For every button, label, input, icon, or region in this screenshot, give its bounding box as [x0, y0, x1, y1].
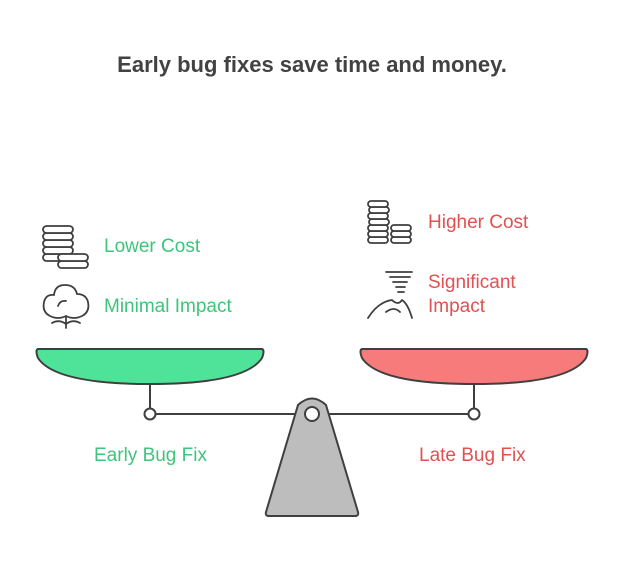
- early-bug-fix-label: Early Bug Fix: [94, 445, 207, 466]
- diagram-title: Early bug fixes save time and money.: [117, 52, 507, 77]
- right-pan: [359, 348, 589, 385]
- late-bug-fix-label: Late Bug Fix: [419, 445, 526, 466]
- tornado-icon: [367, 271, 413, 319]
- right-item-higher-cost: Higher Cost: [428, 212, 529, 233]
- left-pivot: [143, 407, 157, 421]
- fulcrum: [264, 397, 360, 517]
- coin-stacks-icon: [367, 200, 412, 244]
- right-pivot: [467, 407, 481, 421]
- coins-icon: [42, 225, 89, 269]
- left-item-lower-cost: Lower Cost: [104, 236, 201, 257]
- fulcrum-pin: [304, 406, 320, 422]
- right-item-significant-impact: Significant Impact: [428, 271, 516, 319]
- small-cloud-icon: [42, 284, 90, 329]
- left-pan: [35, 348, 265, 385]
- significant-impact-line-2: Impact: [428, 296, 486, 317]
- left-item-minimal-impact: Minimal Impact: [104, 296, 232, 317]
- significant-impact-line-1: Significant: [428, 272, 516, 293]
